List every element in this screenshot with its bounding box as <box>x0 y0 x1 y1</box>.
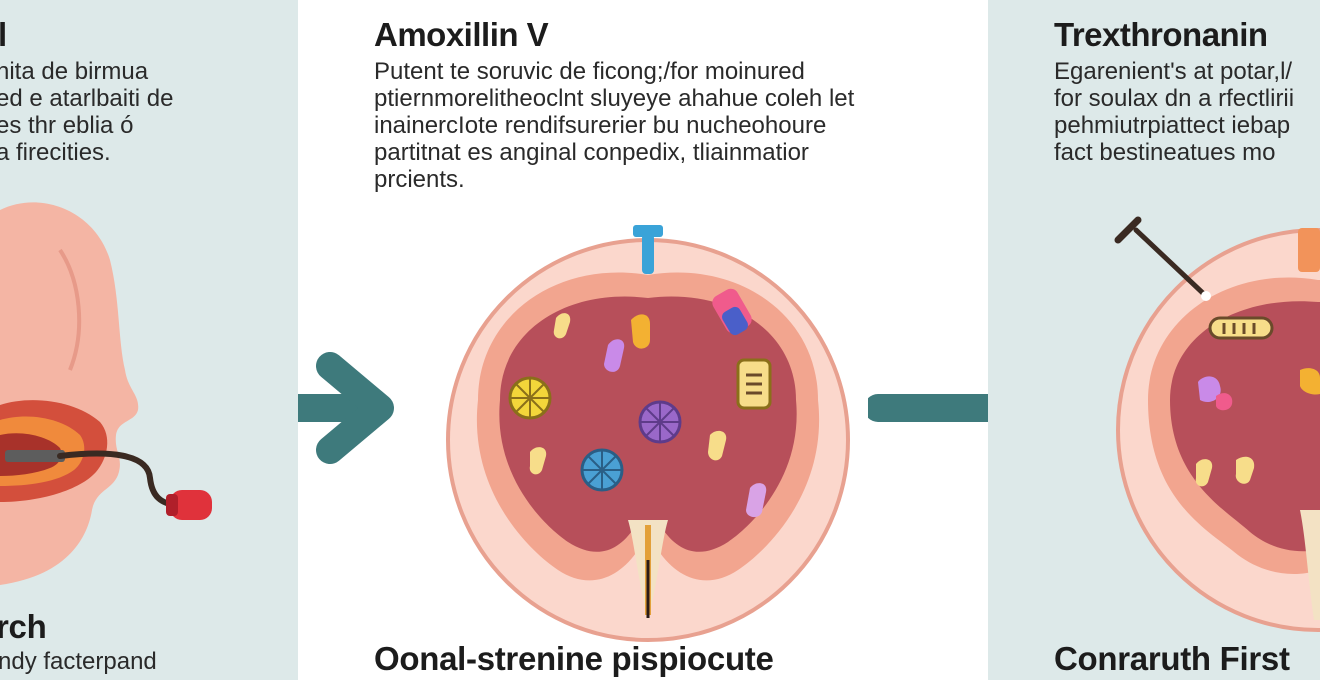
middle-line: Putent te soruvic de ficong;/for moinure… <box>374 58 805 85</box>
panel-middle: Amoxillin V Putent te soruvic de ficong;… <box>298 0 988 680</box>
left-footer-sub: ndy facterpand <box>0 648 157 675</box>
endoscope-icon <box>5 450 212 520</box>
middle-line: ptiernmorelitheoclnt sluyeye ahahue cole… <box>374 85 855 112</box>
right-text: Egarenient's at potar,l/ for soulax dn a… <box>1054 58 1294 166</box>
left-line: a firecities. <box>0 139 111 166</box>
bacteria-icon <box>508 376 682 492</box>
middle-footer-title: Oonal-strenine pispiocute <box>374 640 774 677</box>
left-line: nita de birmua <box>0 58 149 85</box>
panel-right: Trexthronanin Egarenient's at potar,l/ f… <box>988 0 1320 680</box>
middle-line: prcients. <box>374 166 465 193</box>
capsule-icon <box>712 288 772 410</box>
left-title: l <box>0 16 7 53</box>
arrow-right-icon <box>868 394 988 422</box>
middle-title: Amoxillin V <box>374 16 549 53</box>
pill-icon <box>529 313 767 518</box>
right-line: fact bestineatues mo <box>1054 139 1276 166</box>
right-line: for soulax dn a rfectlirii <box>1054 85 1295 112</box>
right-title: Trexthronanin <box>1054 16 1268 53</box>
right-line: pehmiutrpiattect iebap <box>1054 112 1291 139</box>
middle-text: Putent te soruvic de ficong;/for moinure… <box>374 58 854 193</box>
left-footer-title: rch <box>0 608 47 645</box>
left-text: nita de birmua ed e atarlbaiti de es thr… <box>0 58 173 166</box>
middle-line: partitnat es anginal conpedix, tliainmat… <box>374 139 809 166</box>
panel-left: l nita de birmua ed e atarlbaiti de es t… <box>0 0 298 680</box>
probe-icon <box>1114 216 1211 301</box>
stomach-cross-section-icon <box>1114 216 1320 632</box>
right-line: Egarenient's at potar,l/ <box>1054 58 1293 85</box>
stomach-cross-section-icon <box>446 225 850 642</box>
left-line: es thr eblia ó <box>0 112 134 139</box>
middle-line: inainercIote rendifsurerier bu nucheohou… <box>374 112 827 139</box>
right-footer-title: Conraruth First <box>1054 640 1290 677</box>
arrow-right-icon <box>298 352 394 464</box>
left-line: ed e atarlbaiti de <box>0 85 174 112</box>
